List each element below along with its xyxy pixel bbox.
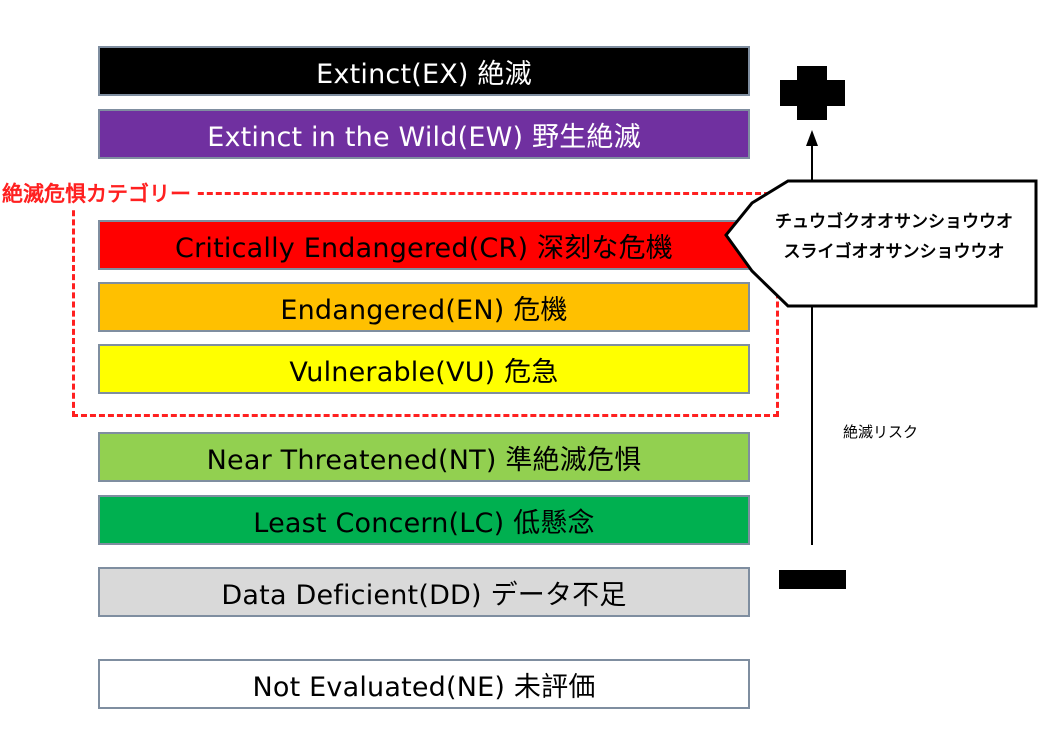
category-critically-endangered: Critically Endangered(CR) 深刻な危機 xyxy=(98,220,750,270)
category-label: Near Threatened(NT) 準絶滅危惧 xyxy=(206,444,642,476)
callout-text: チュウゴクオオサンショウウオ スライゴオオサンショウウオ xyxy=(752,207,1036,267)
category-extinct: Extinct(EX) 絶滅 xyxy=(98,46,750,96)
category-label: Least Concern(LC) 低懸念 xyxy=(253,507,595,539)
callout-bubble xyxy=(724,179,1038,308)
category-endangered: Endangered(EN) 危機 xyxy=(98,282,750,332)
callout-line-1: チュウゴクオオサンショウウオ xyxy=(775,212,1013,232)
minus-icon xyxy=(779,570,846,589)
category-not-evaluated: Not Evaluated(NE) 未評価 xyxy=(98,659,750,709)
category-label: Extinct(EX) 絶滅 xyxy=(316,58,532,90)
category-label: Extinct in the Wild(EW) 野生絶滅 xyxy=(207,121,641,153)
category-label: Critically Endangered(CR) 深刻な危機 xyxy=(175,232,673,264)
risk-axis-label: 絶滅リスク xyxy=(843,423,919,441)
category-label: Endangered(EN) 危機 xyxy=(280,294,568,326)
plus-icon xyxy=(780,66,845,120)
category-label: Not Evaluated(NE) 未評価 xyxy=(252,671,596,703)
category-data-deficient: Data Deficient(DD) データ不足 xyxy=(98,567,750,617)
callout-line-2: スライゴオオサンショウウオ xyxy=(783,242,1005,262)
category-extinct-in-the-wild: Extinct in the Wild(EW) 野生絶滅 xyxy=(98,109,750,159)
threatened-group-label: 絶滅危惧カテゴリー xyxy=(2,178,197,208)
category-vulnerable: Vulnerable(VU) 危急 xyxy=(98,344,750,394)
category-least-concern: Least Concern(LC) 低懸念 xyxy=(98,495,750,545)
category-label: Vulnerable(VU) 危急 xyxy=(289,356,559,388)
category-near-threatened: Near Threatened(NT) 準絶滅危惧 xyxy=(98,432,750,482)
category-label: Data Deficient(DD) データ不足 xyxy=(221,579,627,611)
